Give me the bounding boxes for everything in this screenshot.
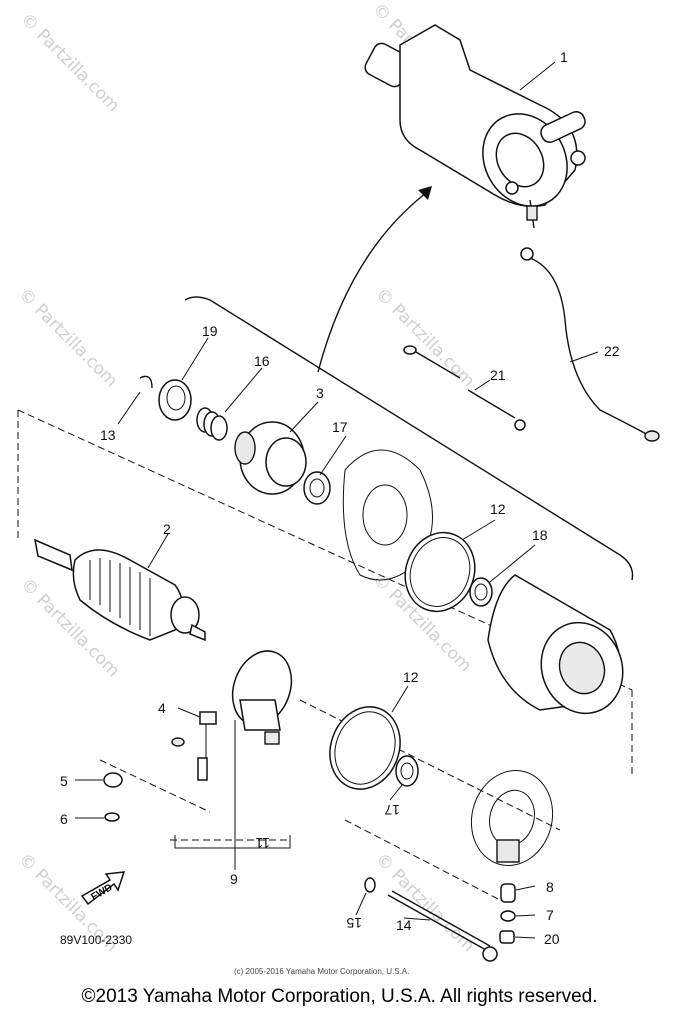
part-6 [104,812,120,822]
clip-13 [139,375,153,389]
callout-19: 19 [202,323,218,339]
callout-11: 11 [255,835,270,851]
brush-4 [171,711,217,781]
leader-lines [75,61,599,939]
callout-13: 13 [100,427,116,443]
callout-1: 1 [560,49,568,65]
yoke [487,574,624,715]
lead-21 [403,345,526,431]
callout-4: 4 [158,700,166,716]
callouts: 1 2 3 4 5 6 7 8 9 11 12 12 13 14 15 16 1… [60,49,620,947]
lead-wire [520,247,660,442]
o-ring-12-lower [329,706,401,790]
callout-2: 2 [163,521,171,537]
part-15 [364,877,376,893]
callout-18: 18 [532,527,548,543]
diagram-code: 89V100-2330 [60,933,132,947]
fwd-label: FWD [89,882,114,903]
washer-17-upper [303,471,331,505]
part-7 [500,910,516,922]
callout-15: 15 [346,915,362,931]
part-20 [499,930,515,944]
callout-22: 22 [604,343,620,359]
callout-17-upper: 17 [332,419,348,435]
callout-6: 6 [60,811,68,827]
inner-copyright: (c) 2005-2016 Yamaha Motor Corporation, … [234,967,409,976]
arrow-head [418,186,432,200]
fwd-arrow: FWD [80,871,126,906]
assembly-arrow [317,189,431,373]
callout-12-lower: 12 [403,669,419,685]
brush-plate [231,650,293,745]
part-5 [103,772,123,788]
bolt-14 [387,890,498,962]
callout-7: 7 [546,907,554,923]
callout-9: 9 [230,871,238,887]
callout-8: 8 [546,879,554,895]
part-8 [500,883,516,903]
callout-17-lower: 17 [384,802,400,818]
spring-16 [196,407,228,441]
watermark: © Partzilla.com [16,9,123,116]
watermark: © Partzilla.com [371,849,478,956]
clutch-3 [234,421,307,495]
washer-17-lower [395,755,419,787]
footer-copyright: ©2013 Yamaha Motor Corporation, U.S.A. A… [81,986,598,1007]
armature-2 [34,538,206,642]
starter-motor [364,24,586,229]
callout-20: 20 [544,931,560,947]
washer-18 [469,577,493,607]
callout-12-upper: 12 [490,501,506,517]
rear-cover [470,769,554,867]
watermark: © Partzilla.com [371,284,478,391]
callout-5: 5 [60,773,68,789]
watermark: © Partzilla.com [14,284,121,391]
callout-21: 21 [490,367,506,383]
callout-16: 16 [254,353,270,369]
callout-3: 3 [316,385,324,401]
callout-14: 14 [396,917,412,933]
